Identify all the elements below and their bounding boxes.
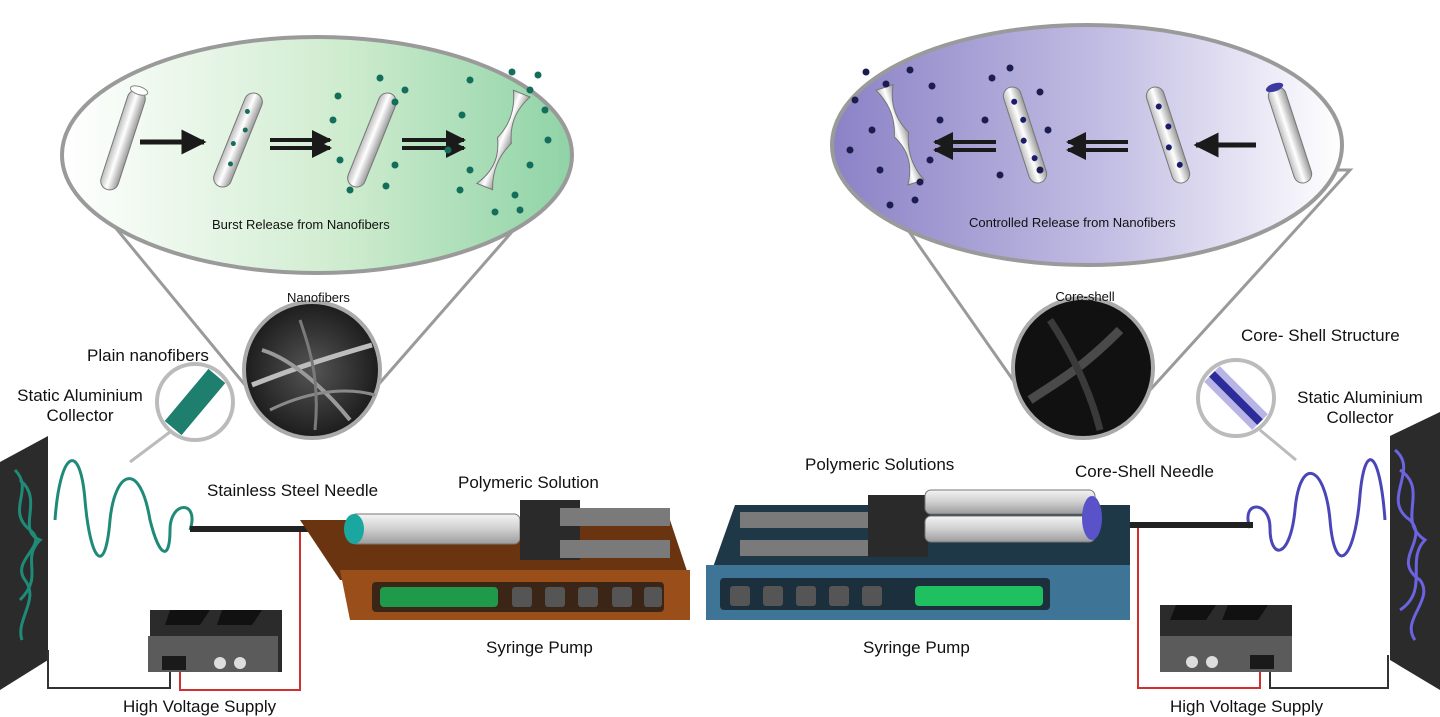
right-sem-caption-line1: Core-shell bbox=[1055, 289, 1115, 304]
left-drug-particles bbox=[329, 68, 552, 216]
left-needle-label: Stainless Steel Needle bbox=[207, 481, 379, 500]
right-supply-label: High Voltage Supply bbox=[1170, 697, 1324, 716]
left-release-bubble bbox=[60, 35, 574, 275]
left-high-voltage-supply bbox=[148, 610, 282, 672]
left-ground-wire bbox=[47, 650, 171, 689]
left-needle bbox=[190, 526, 340, 532]
left-sem-caption: Nanofibers bbox=[287, 290, 350, 305]
left-collector-label-line1: Static Aluminium bbox=[17, 386, 143, 405]
right-high-voltage-supply bbox=[1160, 605, 1292, 672]
left-collector-label-line2: Collector bbox=[46, 405, 114, 425]
right-needle-label: Core-Shell Needle bbox=[1075, 462, 1214, 481]
right-fiber-inset bbox=[1196, 358, 1297, 462]
right-fiber-jet bbox=[1246, 458, 1387, 558]
left-sem-image bbox=[242, 300, 382, 440]
right-drug-particles bbox=[846, 64, 1052, 209]
right-ground-wire bbox=[1269, 655, 1389, 689]
left-nanofiber-rods bbox=[100, 85, 532, 191]
left-fiber-inset bbox=[129, 362, 235, 464]
left-pump-label: Syringe Pump bbox=[486, 638, 593, 657]
right-solution-label: Polymeric Solutions bbox=[805, 455, 955, 474]
left-collector bbox=[0, 436, 48, 690]
right-sem-caption: Core-shell Nanofibers bbox=[1030, 289, 1140, 320]
left-panel bbox=[0, 35, 690, 691]
right-needle bbox=[1108, 522, 1253, 528]
right-fiber-inset-label: Core- Shell Structure bbox=[1241, 326, 1400, 345]
left-fiber-inset-label: Plain nanofibers bbox=[87, 346, 209, 365]
right-syringe-pump bbox=[706, 489, 1130, 620]
right-sem-caption-line2: Nanofibers bbox=[1053, 303, 1117, 319]
right-collector bbox=[1390, 412, 1440, 690]
left-bubble-caption: Burst Release from Nanofibers bbox=[212, 217, 390, 232]
right-hv-wire bbox=[1137, 528, 1261, 689]
right-sem-image bbox=[1011, 296, 1155, 440]
left-supply-label: High Voltage Supply bbox=[123, 697, 277, 716]
left-collector-label: Static Aluminium Collector bbox=[10, 386, 150, 425]
right-collector-label-line2: Collector bbox=[1326, 407, 1394, 427]
right-release-arrows bbox=[933, 132, 1256, 160]
right-release-bubble bbox=[830, 23, 1344, 267]
left-syringe-pump bbox=[300, 500, 690, 620]
right-collector-label: Static Aluminium Collector bbox=[1290, 388, 1430, 427]
right-pump-label: Syringe Pump bbox=[863, 638, 970, 657]
left-hv-wire bbox=[179, 532, 301, 691]
left-solution-label: Polymeric Solution bbox=[458, 473, 599, 492]
left-fiber-jet bbox=[53, 459, 194, 558]
right-nanofiber-rods bbox=[875, 82, 1313, 186]
right-collector-label-line1: Static Aluminium bbox=[1297, 388, 1423, 407]
right-panel bbox=[706, 23, 1440, 690]
right-bubble-caption: Controlled Release from Nanofibers bbox=[969, 215, 1176, 230]
left-release-arrows bbox=[140, 129, 466, 158]
